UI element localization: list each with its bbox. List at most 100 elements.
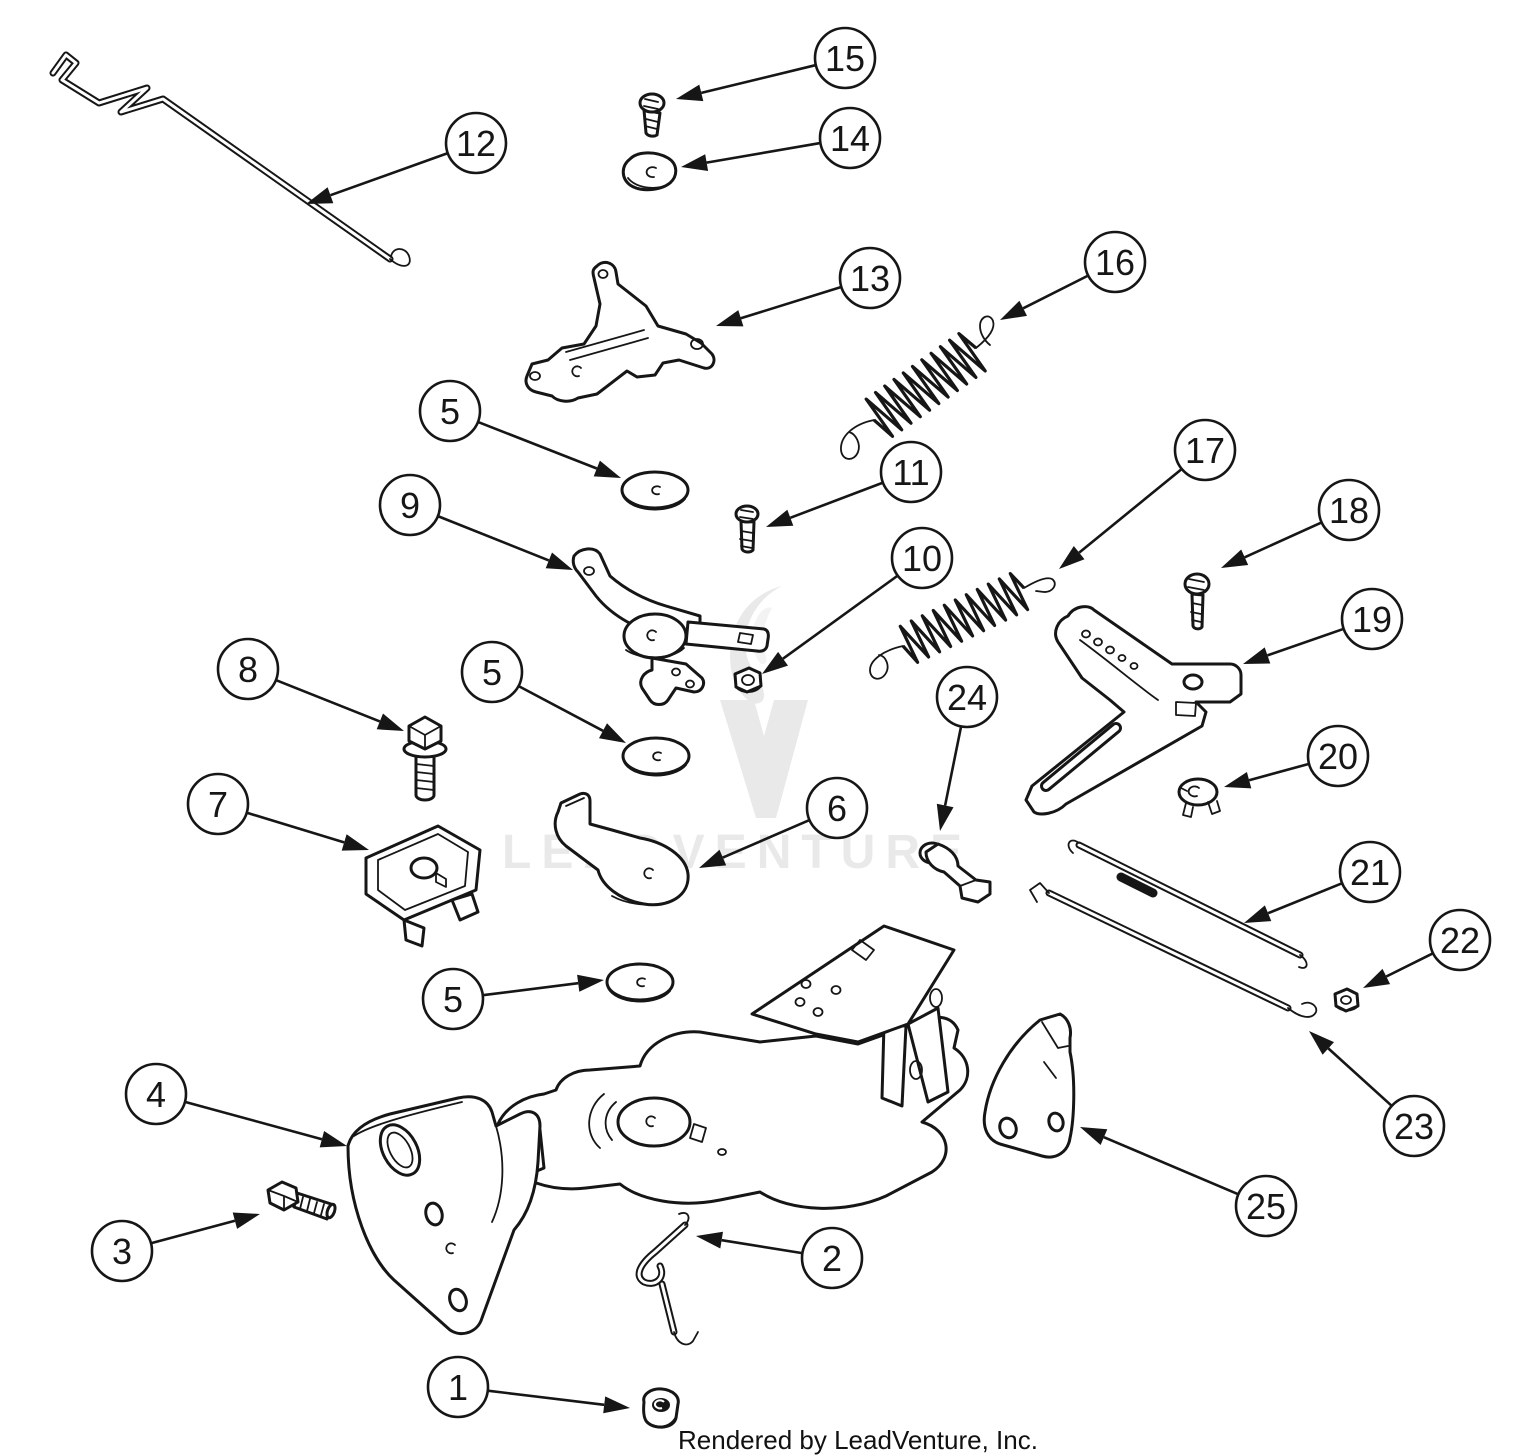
callout-10: 10	[762, 526, 954, 674]
callout-15: 15	[676, 26, 877, 102]
callout-arrow-head	[1243, 647, 1271, 664]
callout-arrow-line	[488, 1389, 605, 1407]
callout-circle	[418, 379, 482, 443]
callout-13: 13	[716, 246, 902, 327]
callout-arrow-line	[740, 285, 841, 320]
callout-arrow-line	[478, 421, 598, 470]
callout-14: 14	[681, 106, 882, 171]
callout-number: 5	[482, 652, 502, 693]
callout-12: 12	[306, 111, 508, 204]
callout-arrow-head	[1363, 968, 1391, 988]
callout-25: 25	[1080, 1127, 1298, 1238]
callout-23: 23	[1309, 1031, 1446, 1158]
callout-arrow-line	[330, 152, 448, 197]
callout-16: 16	[1000, 230, 1147, 320]
callout-arrow-head	[699, 849, 727, 868]
callout-arrow-line	[706, 141, 820, 164]
callout-19: 19	[1243, 587, 1404, 664]
part-25-plate	[982, 1012, 1076, 1159]
callout-arrow-head	[319, 1131, 347, 1148]
callout-arrow-line	[438, 515, 550, 562]
callout-number: 3	[112, 1231, 132, 1272]
callout-arrow-head	[762, 651, 788, 674]
part-8-bolt	[402, 715, 448, 802]
callout-number: 9	[400, 485, 420, 526]
callout-number: 17	[1185, 430, 1225, 471]
callout-circle	[800, 1226, 864, 1290]
callout-arrow-line	[943, 727, 963, 806]
callout-number: 12	[456, 123, 496, 164]
callout-arrow-head	[936, 803, 954, 831]
callout-4: 4	[124, 1062, 347, 1148]
callout-arrow-line	[1244, 521, 1322, 559]
callout-circle	[838, 246, 902, 310]
callout-circle	[421, 967, 485, 1031]
callout-circle	[1173, 418, 1237, 482]
callout-arrow-head	[1224, 772, 1252, 789]
callout-number: 5	[443, 979, 463, 1020]
callout-circle	[1083, 230, 1147, 294]
part-17-spring	[869, 572, 1056, 680]
callout-number: 25	[1246, 1186, 1286, 1227]
part-4-bracket	[346, 1095, 542, 1335]
part-15-screw	[638, 92, 666, 138]
part-5-disc	[621, 736, 691, 777]
callout-circle	[890, 526, 954, 590]
part-19-lever	[1024, 605, 1243, 816]
callout-24: 24	[935, 665, 999, 831]
callout-arrow-line	[1022, 274, 1088, 310]
callout-arrow-head	[376, 713, 404, 731]
part-5-disc	[620, 470, 690, 511]
callout-5: 5	[421, 967, 604, 1031]
part-22-nut	[1333, 987, 1360, 1013]
callout-arrow-line	[1267, 627, 1344, 657]
callout-arrow-head	[577, 974, 604, 992]
callout-arrow-head	[593, 460, 621, 478]
callout-number: 6	[827, 788, 847, 829]
part-3-bolt	[266, 1180, 337, 1221]
callout-number: 11	[892, 452, 929, 493]
callout-arrow-line	[276, 679, 381, 723]
callout-arrow-head	[1221, 549, 1249, 568]
part-14-washer	[621, 151, 678, 192]
v-logo-icon	[720, 700, 808, 818]
footer-credit: Rendered by LeadVenture, Inc.	[678, 1425, 1038, 1455]
callout-arrow-head	[232, 1212, 260, 1229]
callout-number: 2	[822, 1238, 842, 1279]
callout-arrow-head	[676, 84, 704, 102]
callout-arrow-line	[1267, 882, 1342, 915]
callout-number: 18	[1329, 490, 1369, 531]
callout-circle	[1340, 587, 1404, 651]
callout-arrow-head	[341, 834, 369, 851]
callout-arrow-head	[681, 154, 709, 171]
part-11-screw	[734, 504, 760, 554]
part-24-pivot-clip	[918, 841, 992, 904]
callout-number: 24	[947, 677, 987, 718]
callout-arrow-head	[1309, 1031, 1334, 1055]
callout-circle	[805, 776, 869, 840]
part-6-lever	[553, 791, 690, 907]
callout-arrow-head	[1080, 1127, 1108, 1145]
callout-number: 19	[1352, 599, 1392, 640]
part-9-bracket	[571, 547, 770, 706]
callout-circle	[879, 440, 943, 504]
callout-arrow-line	[722, 819, 810, 859]
callout-arrow-line	[1248, 762, 1309, 782]
callout-circle	[818, 106, 882, 170]
callout-circle	[124, 1062, 188, 1126]
callout-arrow-head	[603, 1396, 630, 1414]
callout-circle	[90, 1219, 154, 1283]
callout-3: 3	[90, 1212, 260, 1283]
callout-11: 11	[766, 440, 943, 527]
part-18-screw	[1183, 572, 1211, 631]
callout-20: 20	[1224, 724, 1370, 789]
callout-circle	[1306, 724, 1370, 788]
part-5-disc	[605, 962, 675, 1003]
callout-number: 23	[1394, 1106, 1434, 1147]
callout-number: 16	[1095, 242, 1135, 283]
callout-arrow-line	[185, 1100, 323, 1141]
callout-arrow-line	[1327, 1047, 1392, 1107]
callout-circle	[216, 637, 280, 701]
callout-number: 10	[902, 538, 942, 579]
